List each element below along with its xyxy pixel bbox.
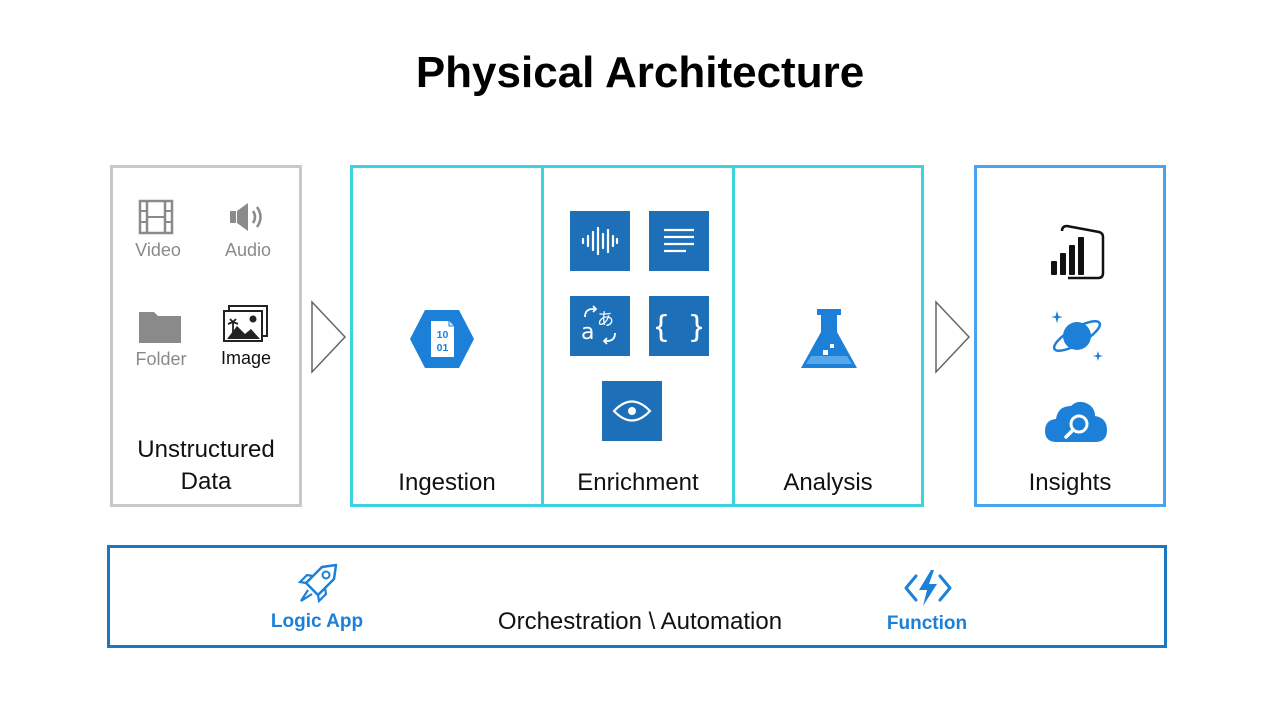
unstructured-data-label: Unstructured Data	[137, 436, 275, 495]
folder-icon	[139, 312, 181, 343]
pipeline-box: 10 01 Ingestion a あ	[350, 165, 924, 507]
orchestration-box: Logic App Orchestration \ Automation Fun…	[107, 545, 1167, 648]
logic-app-label: Logic App	[270, 611, 364, 632]
text-lines-icon	[649, 211, 709, 271]
vision-eye-icon	[602, 381, 662, 441]
logic-app-rocket-icon	[297, 563, 338, 604]
orchestration-label: Orchestration \ Automation	[497, 608, 783, 635]
speech-icon	[570, 211, 630, 271]
function-bolt-icon	[904, 570, 952, 606]
insights-label: Insights	[1028, 469, 1112, 496]
video-icon	[138, 199, 174, 235]
cloud-search-icon	[1045, 401, 1107, 442]
flow-arrow-icon	[311, 300, 347, 374]
page-title: Physical Architecture	[415, 48, 865, 97]
pipeline-divider	[732, 168, 735, 504]
svg-text:あ: あ	[597, 310, 614, 330]
audio-label: Audio	[224, 240, 272, 260]
unstructured-data-box: Video Audio Folder Image Unstructured Da…	[110, 165, 302, 507]
flow-arrow-icon	[935, 300, 971, 374]
analysis-label: Analysis	[783, 469, 873, 496]
video-label: Video	[135, 240, 181, 260]
svg-text:10: 10	[437, 329, 449, 341]
image-label: Image	[220, 348, 272, 368]
flask-icon	[801, 309, 857, 368]
audio-icon	[230, 203, 262, 231]
svg-text:{ }: { }	[656, 310, 702, 345]
translator-icon: a あ	[570, 296, 630, 356]
svg-text:a: a	[581, 320, 594, 345]
folder-label: Folder	[135, 349, 187, 369]
ingestion-label: Ingestion	[398, 469, 496, 496]
json-braces-icon: { }	[649, 296, 709, 356]
insights-box: Insights	[974, 165, 1166, 507]
enrichment-label: Enrichment	[577, 469, 699, 496]
image-icon	[223, 305, 268, 342]
function-label: Function	[886, 613, 968, 634]
cosmos-planet-icon	[1051, 311, 1103, 361]
svg-text:01: 01	[437, 342, 449, 354]
binary-data-icon: 10 01	[410, 310, 474, 368]
power-bi-icon	[1051, 224, 1105, 280]
pipeline-divider	[541, 168, 544, 504]
